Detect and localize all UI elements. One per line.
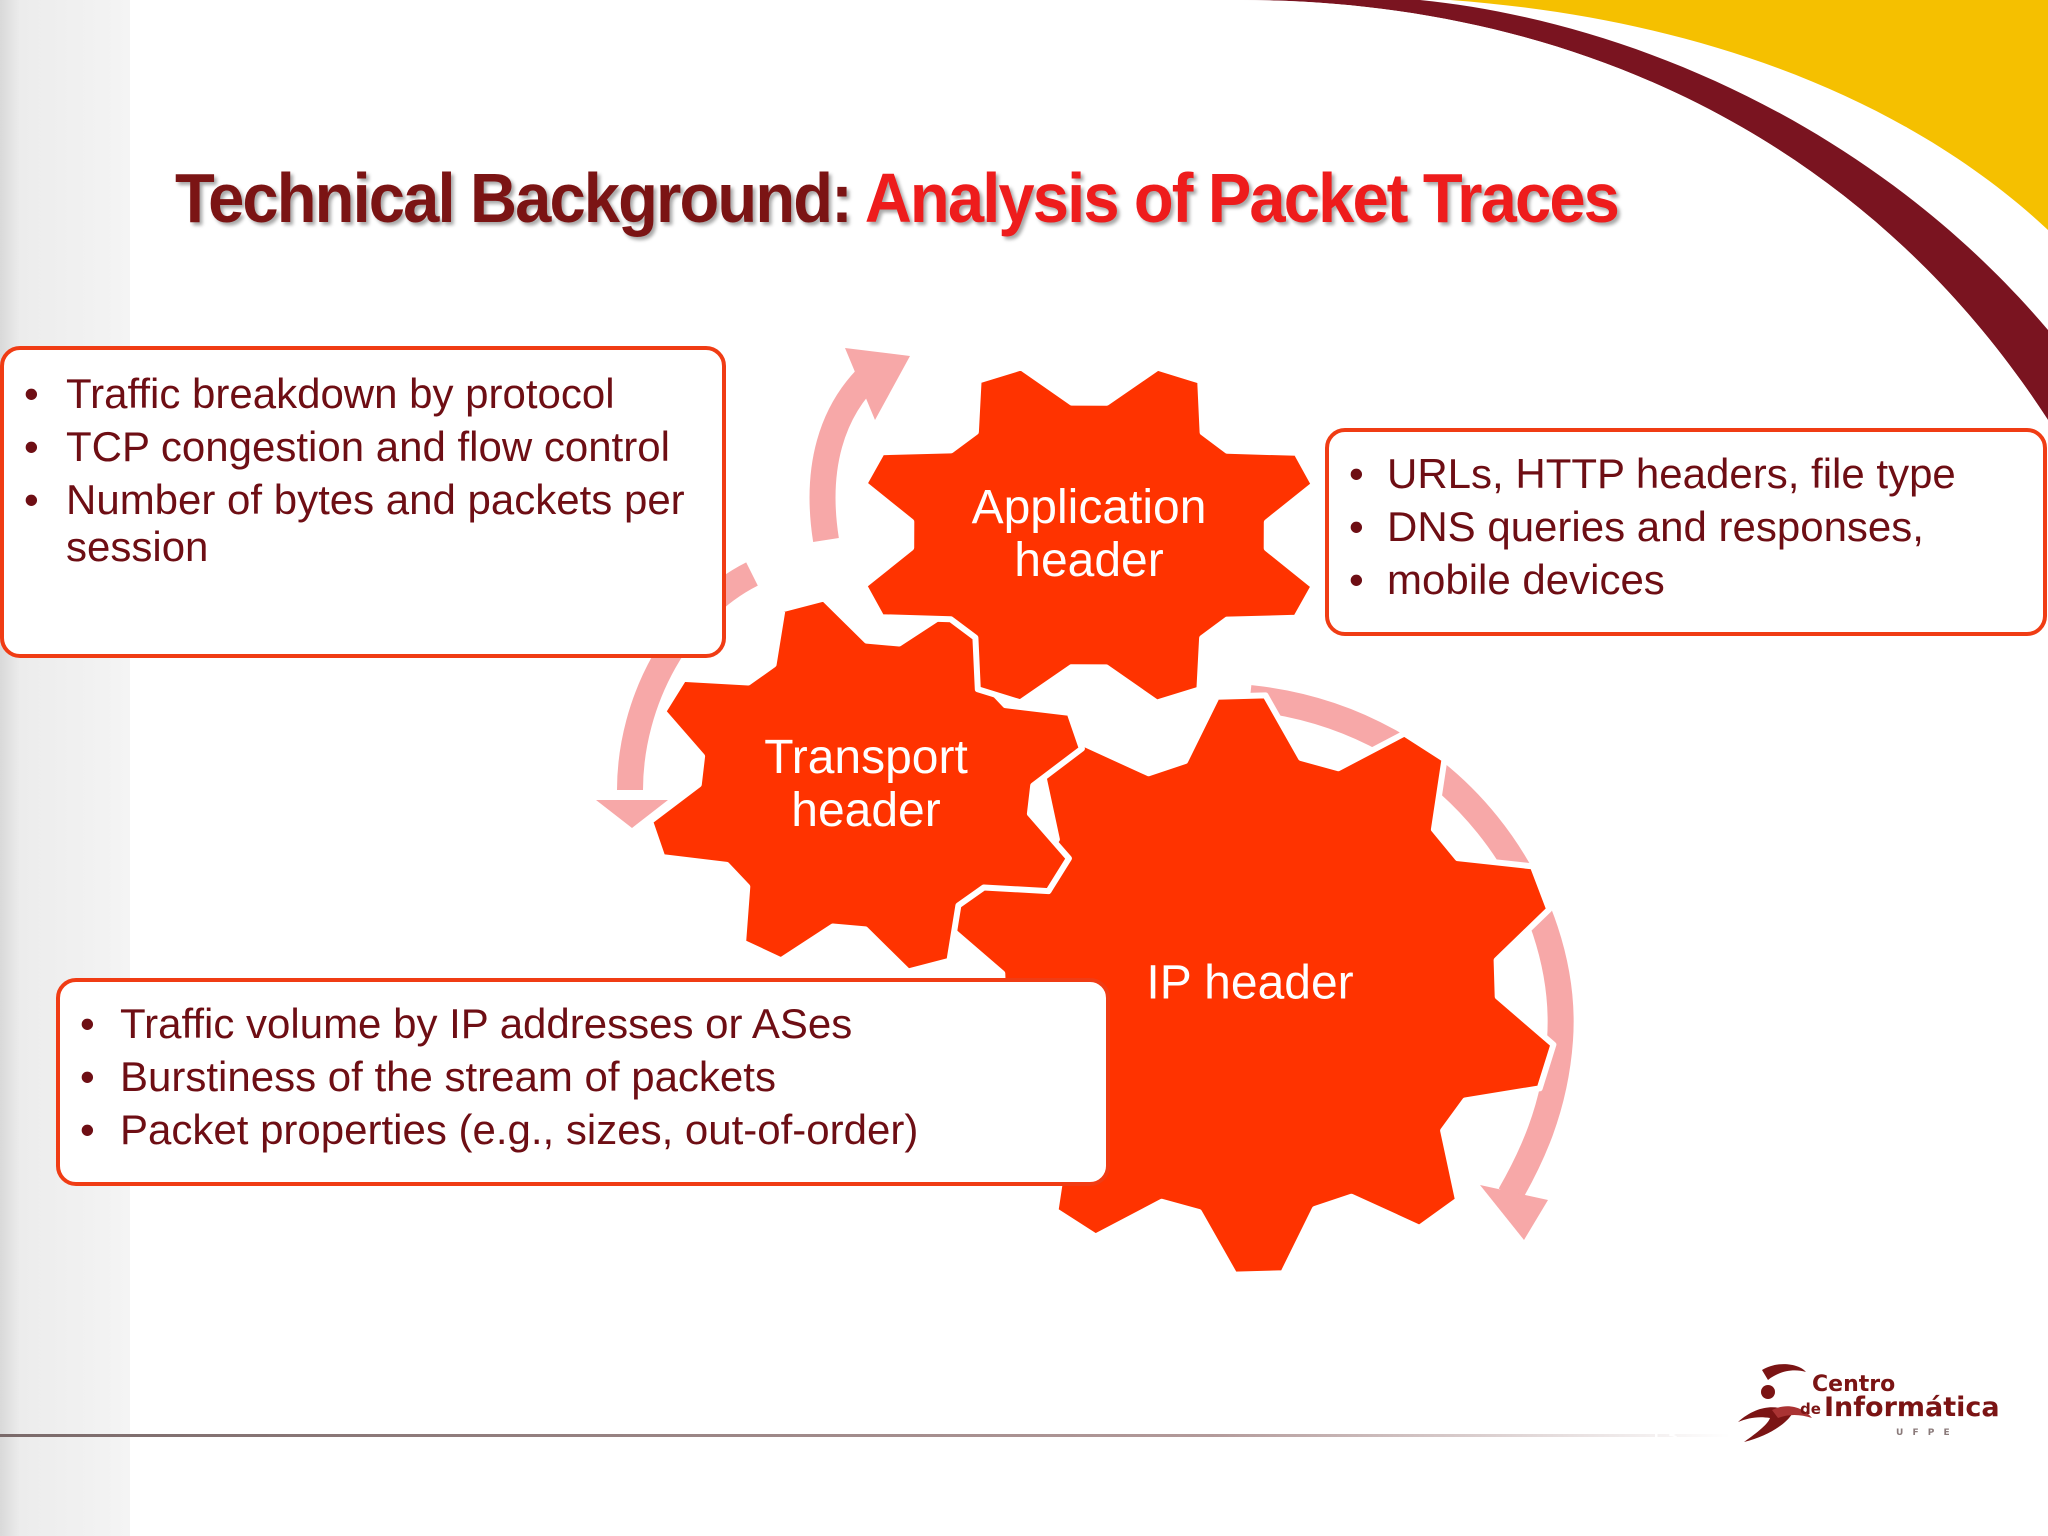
logo-de: de: [1800, 1400, 1821, 1418]
transport-details-box: Traffic breakdown by protocol TCP conges…: [0, 346, 726, 658]
left-gray-strip: [0, 0, 130, 1536]
centro-de-informatica-logo: Centro de Informática U F P E: [1728, 1352, 2000, 1452]
title-part-1: Technical Background:: [175, 159, 853, 237]
list-item: Packet properties (e.g., sizes, out-of-o…: [60, 1106, 1106, 1153]
cycle-arrow-up: [809, 348, 910, 543]
list-item: Number of bytes and packets per session: [4, 476, 722, 570]
list-item: TCP congestion and flow control: [4, 423, 722, 470]
transport-gear-label-line-1: Transport: [764, 731, 968, 785]
logo-line-2: Informática: [1824, 1392, 2000, 1423]
list-item: Burstiness of the stream of packets: [60, 1053, 1106, 1100]
list-item: URLs, HTTP headers, file type: [1329, 450, 2043, 497]
logo-mark: [1738, 1364, 1812, 1442]
ip-details-box: Traffic volume by IP addresses or ASes B…: [56, 978, 1110, 1186]
logo-subtitle: U F P E: [1896, 1428, 1953, 1438]
slide-number: 13: [1648, 1420, 1680, 1451]
transport-gear-label-line-2: header: [791, 784, 941, 837]
application-gear-label-line-2: header: [1014, 534, 1164, 587]
application-gear: [861, 364, 1317, 706]
ip-gear-label-line-1: IP header: [1146, 956, 1354, 1010]
title-part-2: Analysis of Packet Traces: [864, 159, 1620, 237]
page-title: Technical Background: Analysis of Packet…: [175, 158, 1620, 238]
list-item: Traffic breakdown by protocol: [4, 370, 722, 417]
swoosh-white-edge: [1230, 0, 2048, 440]
bottom-divider: [0, 1434, 1730, 1437]
transport-gear-label: Transport header: [764, 731, 968, 838]
cycle-arrow-right: [1248, 685, 1574, 1240]
ip-gear-label: IP header: [1146, 956, 1354, 1011]
list-item: DNS queries and responses,: [1329, 503, 2043, 550]
application-details-box: URLs, HTTP headers, file type DNS querie…: [1325, 428, 2047, 636]
swoosh-yellow: [1450, 0, 2048, 230]
logo-line-1: Centro: [1812, 1372, 1896, 1397]
application-gear-label: Application header: [971, 481, 1207, 588]
list-item: mobile devices: [1329, 556, 2043, 603]
list-item: Traffic volume by IP addresses or ASes: [60, 1000, 1106, 1047]
application-gear-label-line-1: Application: [971, 481, 1207, 535]
swoosh-red: [1240, 0, 2048, 420]
